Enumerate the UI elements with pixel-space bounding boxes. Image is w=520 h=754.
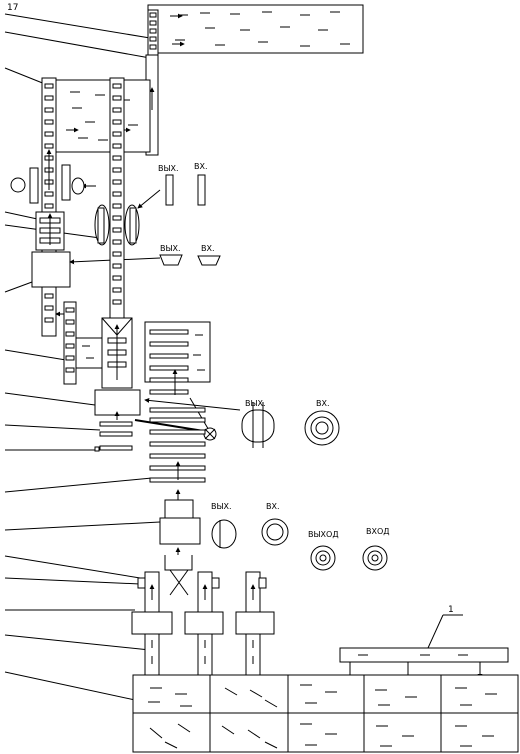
- label-in-2: ВХ.: [201, 244, 215, 253]
- central-column: [101, 317, 133, 389]
- top-tank: [147, 4, 364, 56]
- out-drum-3: [241, 409, 275, 443]
- label-in-1: ВХ.: [194, 162, 208, 171]
- label-exit: ВЫХОД: [308, 530, 339, 539]
- label-out-2: ВЫХ.: [160, 244, 181, 253]
- left-press: [35, 211, 65, 251]
- label-in-3: ВХ.: [316, 399, 330, 408]
- label-in-4: ВХ.: [266, 502, 280, 511]
- bottom-tank-grid: [132, 674, 519, 753]
- central-chain: [109, 77, 125, 319]
- ribbon-stack-lower: [94, 407, 206, 483]
- lower-pipes: [131, 555, 275, 677]
- left-chain: [41, 77, 57, 337]
- label-17: 17: [7, 3, 18, 13]
- distribution-bar: [339, 614, 509, 685]
- left-roller: [10, 177, 26, 193]
- in-plate-1: [197, 174, 206, 206]
- label-out-4: ВЫХ.: [211, 502, 232, 511]
- press-unit: [159, 489, 201, 555]
- label-1: 1: [448, 605, 454, 615]
- out-plate-1: [165, 174, 174, 206]
- label-out-1: ВЫХ.: [158, 164, 179, 173]
- out-cup-2: [159, 254, 183, 266]
- label-entry: ВХОД: [366, 527, 390, 536]
- middle-tank: [54, 79, 151, 153]
- left-unit: [31, 251, 71, 288]
- out-drum-4: [211, 519, 237, 549]
- in-cup-2: [197, 255, 221, 266]
- label-out-3: ВЫХ.: [245, 399, 266, 408]
- ribbon-tank: [144, 321, 211, 395]
- drive-box: [94, 389, 141, 416]
